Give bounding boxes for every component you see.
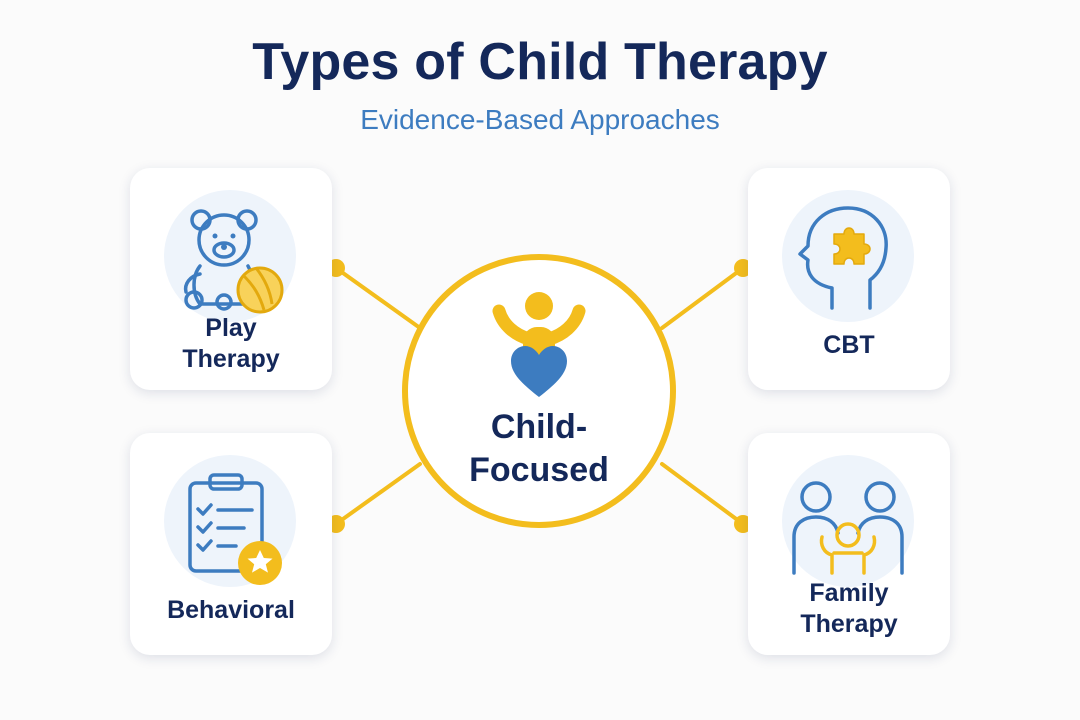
card-family-therapy[interactable]: Family Therapy — [748, 433, 950, 655]
connector-family — [660, 462, 745, 526]
page-title: Types of Child Therapy — [252, 33, 828, 91]
center-hub: Child- Focused — [399, 251, 679, 531]
label-line: Play — [205, 314, 257, 342]
icon-circle — [164, 190, 296, 322]
card-behavioral[interactable]: Behavioral — [130, 433, 332, 655]
center-label-line1: Child- — [490, 408, 588, 446]
family-icon — [792, 481, 904, 575]
center-label-line2: Focused — [469, 451, 609, 489]
connector-behavioral — [334, 462, 422, 526]
label-line: Family — [809, 579, 889, 607]
card-label-behavioral: Behavioral — [167, 596, 295, 624]
card-cbt[interactable]: CBT — [748, 168, 950, 390]
icon-circle — [782, 190, 914, 322]
head-puzzle-icon — [798, 206, 888, 310]
connector-dot-cbt — [734, 259, 752, 277]
connector-play — [334, 266, 422, 330]
clipboard-star-icon — [188, 473, 282, 585]
icon-circle — [782, 455, 914, 587]
card-play-therapy[interactable]: Play Therapy — [130, 168, 332, 390]
icon-circle — [164, 455, 296, 587]
card-label-cbt: CBT — [823, 331, 875, 359]
connector-cbt — [660, 266, 745, 330]
card-label-play-therapy: Play Therapy — [130, 313, 332, 375]
child-heart-icon — [492, 292, 586, 397]
label-line: Therapy — [800, 610, 898, 638]
card-label-family-therapy: Family Therapy — [748, 578, 950, 640]
teddy-bear-ball-icon — [183, 209, 284, 314]
page-subtitle: Evidence-Based Approaches — [360, 104, 720, 135]
label-line: Therapy — [182, 345, 280, 373]
connector-dot-family — [734, 515, 752, 533]
center-label: Child- Focused — [399, 406, 679, 492]
